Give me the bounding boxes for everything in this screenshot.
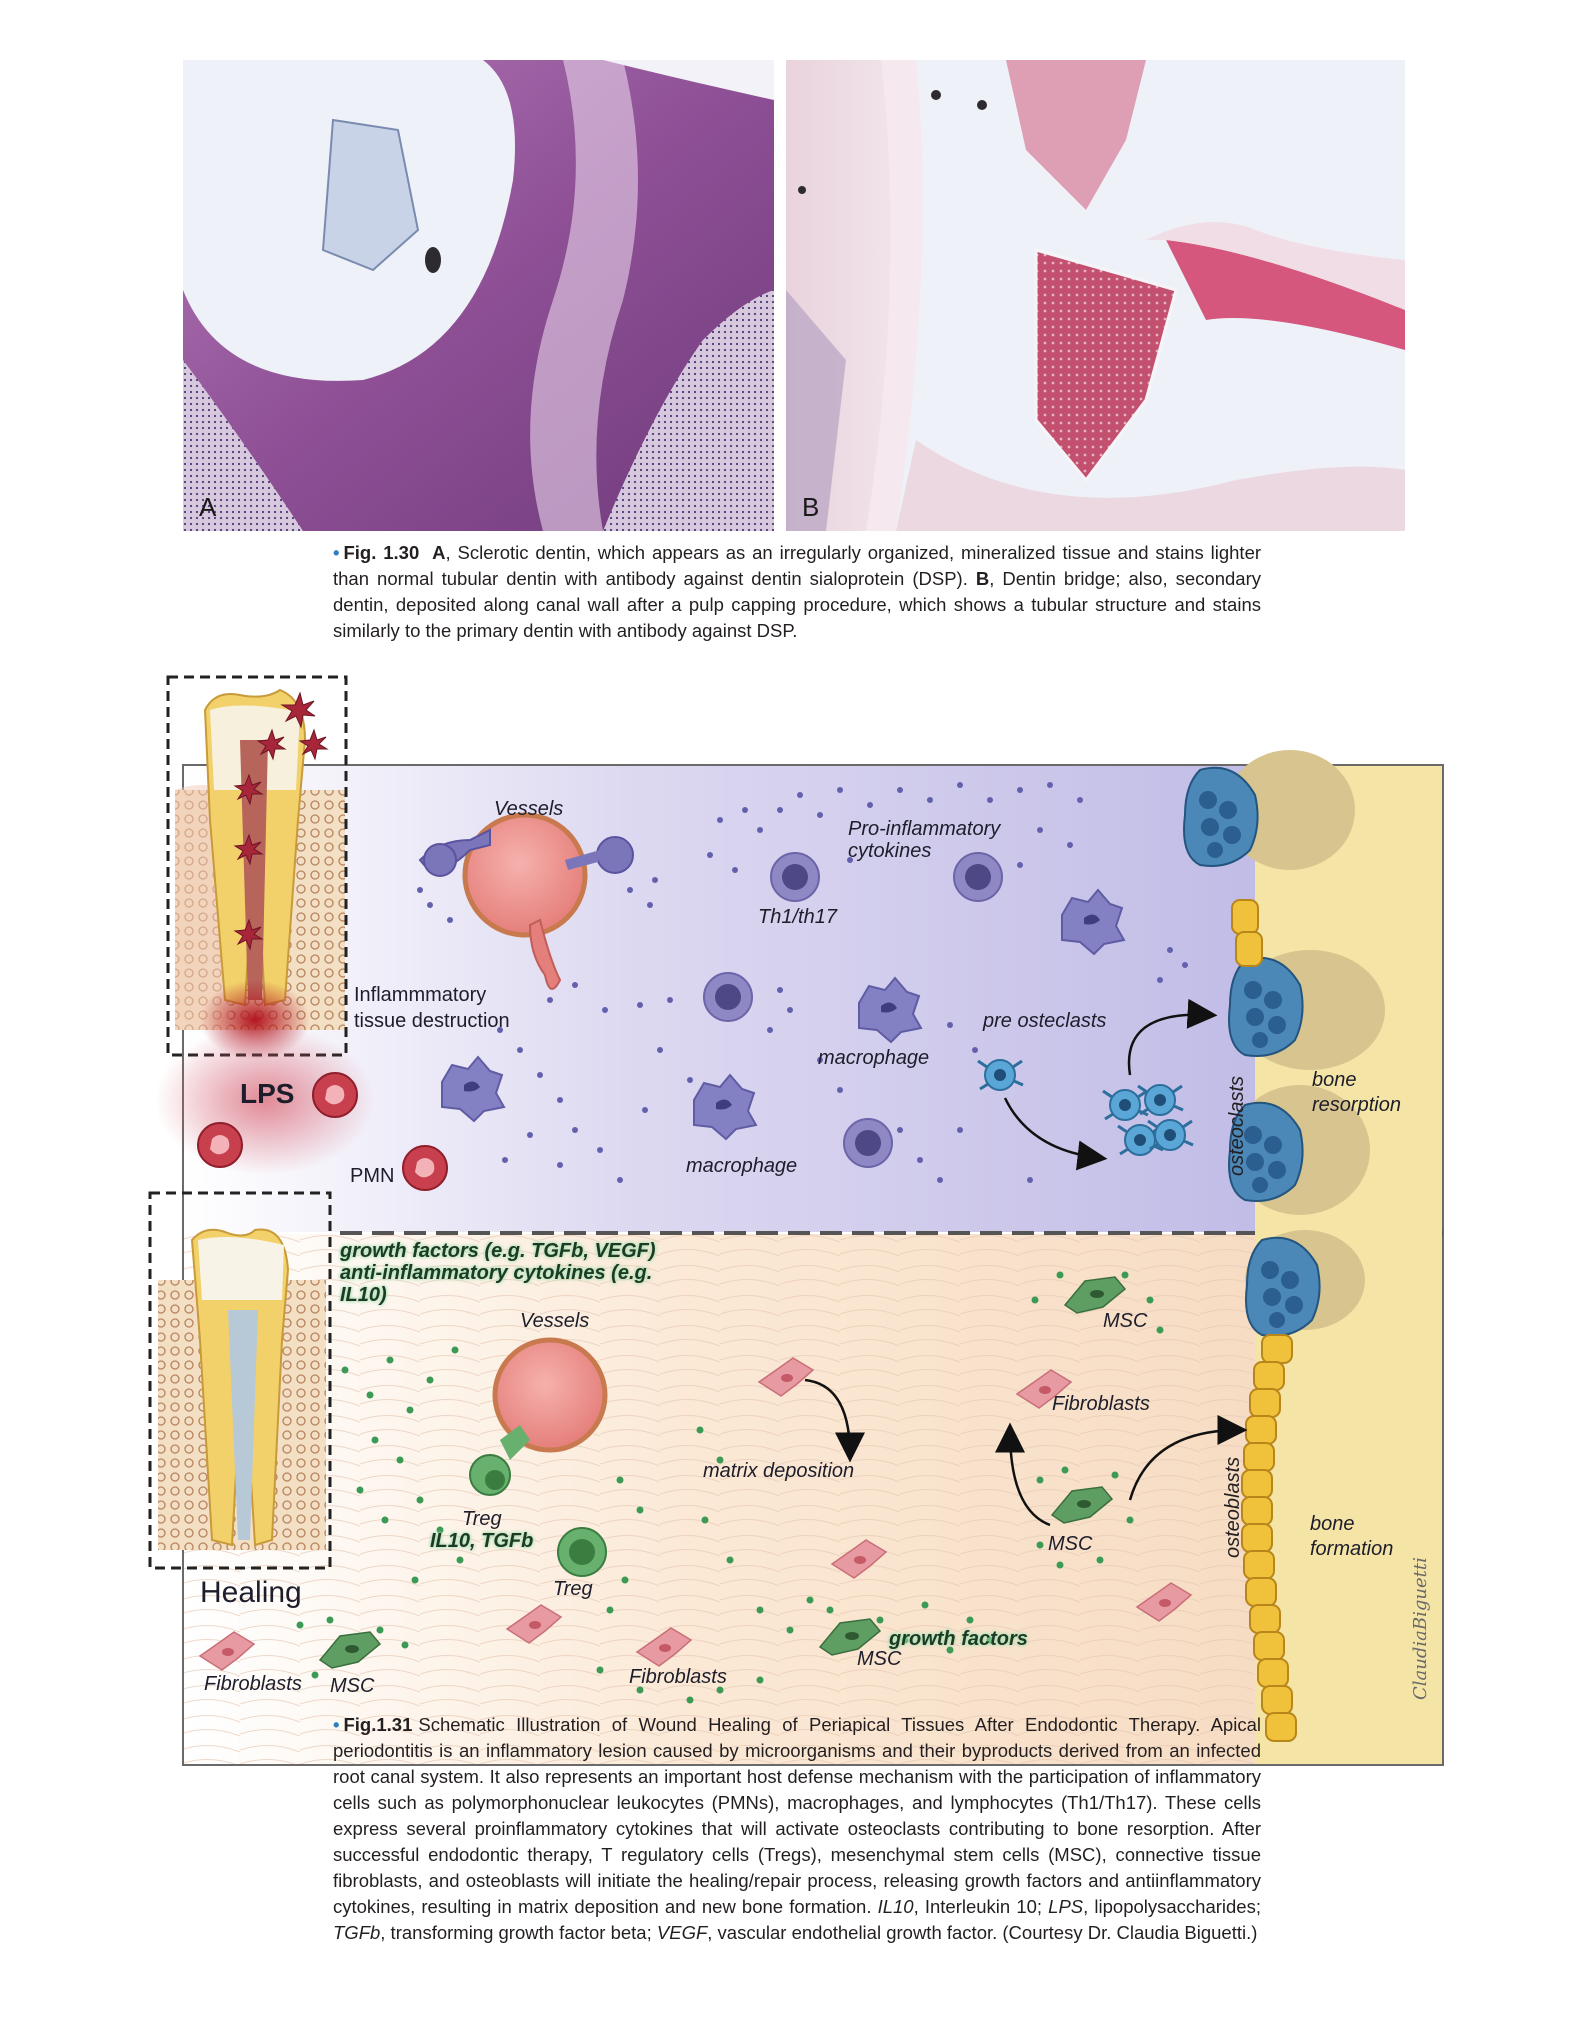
caption-body-2: , Interleukin 10; bbox=[913, 1896, 1049, 1917]
label-msc-left: MSC bbox=[330, 1675, 375, 1697]
label-osteoblasts: osteoblasts bbox=[1222, 1456, 1244, 1558]
pmn-cell bbox=[197, 1122, 243, 1168]
bone-lining-cells bbox=[1231, 899, 1263, 967]
micrograph-panel-b: B bbox=[786, 60, 1405, 531]
label-msc-top: MSC bbox=[1103, 1310, 1148, 1332]
caption-title: Schematic Illustration of Wound Healing … bbox=[418, 1714, 1201, 1735]
lymphocyte-cell bbox=[843, 1118, 893, 1168]
label-lps: LPS bbox=[240, 1078, 295, 1109]
collagen-fibers bbox=[184, 1234, 1442, 1764]
label-pro-inflammatory-cytokines: Pro-inflammatory cytokines bbox=[848, 818, 1001, 862]
sclerotic-dentin-image bbox=[183, 60, 774, 531]
figure-number: Fig. 1.30 bbox=[343, 542, 420, 563]
label-treg-1: Treg bbox=[462, 1508, 502, 1530]
artist-signature: ClaudiaBiguetti bbox=[1410, 1557, 1431, 1700]
label-bone-formation: bone formation bbox=[1310, 1513, 1394, 1560]
label-vessels-bottom: Vessels bbox=[520, 1310, 590, 1332]
label-inflammatory-tissue-destruction: Inflammmatory tissue destruction bbox=[354, 984, 510, 1032]
label-fibroblasts-mid: Fibroblasts bbox=[1052, 1393, 1150, 1415]
label-bone-resorption: bone resorption bbox=[1312, 1069, 1401, 1116]
vessel-top bbox=[418, 812, 634, 990]
pro-inflammatory-cytokine-dots bbox=[417, 782, 1188, 1183]
osteoblast-layer bbox=[1241, 1334, 1297, 1742]
healed-tooth-box bbox=[148, 1191, 332, 1570]
healed-tooth-illustration bbox=[158, 1228, 326, 1550]
growth-factor-dots bbox=[296, 1271, 1164, 1704]
arrow-to-osteoblasts bbox=[1128, 1415, 1248, 1501]
panel-a-label: A bbox=[199, 492, 217, 522]
caption-a-letter: A bbox=[432, 542, 446, 563]
label-healing: Healing bbox=[200, 1576, 302, 1609]
label-growth-factors-header: growth factors (e.g. TGFb, VEGF) anti-in… bbox=[340, 1240, 656, 1306]
panel-b-label: B bbox=[802, 492, 820, 522]
caption-body-1: Apical periodontitis is an inflammatory … bbox=[333, 1714, 1261, 1917]
label-macrophage-2: macrophage bbox=[686, 1155, 798, 1177]
label-msc-mid: MSC bbox=[1048, 1533, 1093, 1555]
label-th1-th17: Th1/th17 bbox=[758, 906, 837, 928]
osteoclast-cell bbox=[1245, 1236, 1321, 1337]
abbr-il10: IL10 bbox=[877, 1896, 914, 1917]
caption-a-text: , Sclerotic dentin, which appears as an … bbox=[333, 542, 1262, 589]
label-treg-2: Treg bbox=[553, 1578, 593, 1600]
caption-body-3: , lipopolysaccharides; bbox=[1083, 1896, 1261, 1917]
micrograph-panel-a: A bbox=[183, 60, 774, 531]
diagram-frame bbox=[182, 764, 1444, 1766]
label-pre-osteoclasts: pre osteclasts bbox=[983, 1010, 1107, 1032]
pmn-cell bbox=[312, 1072, 358, 1118]
lymphocyte-cell bbox=[703, 972, 753, 1022]
label-msc-bottom: MSC bbox=[857, 1648, 902, 1670]
pmn-cell bbox=[402, 1145, 448, 1191]
label-pmn: PMN bbox=[350, 1165, 395, 1187]
label-il10-tgfb: IL10, TGFb bbox=[430, 1530, 534, 1552]
inflamed-tooth-illustration bbox=[175, 688, 345, 1060]
label-vessels-top: Vessels bbox=[494, 798, 564, 820]
caption-body-5: , vascular endothelial growth factor. (C… bbox=[707, 1922, 1258, 1943]
arrow-to-osteoclast bbox=[1127, 998, 1218, 1076]
label-osteoclasts: osteoclasts bbox=[1226, 1075, 1248, 1176]
dentin-bridge-image bbox=[786, 60, 1405, 531]
vessel-bottom bbox=[469, 1337, 608, 1496]
label-growth-factors-bottom: growth factors bbox=[889, 1628, 1028, 1650]
caption-body-4: , transforming growth factor beta; bbox=[380, 1922, 657, 1943]
arrow-preosteoclast-fusion bbox=[1003, 1097, 1108, 1171]
osteoclast-cell bbox=[1183, 766, 1259, 867]
arrow-to-fibroblasts bbox=[995, 1422, 1051, 1527]
caption-b-text: , Dentin bridge; also, secondary dentin,… bbox=[333, 568, 1261, 641]
treg-cell bbox=[557, 1527, 607, 1577]
label-fibroblasts-bottom: Fibroblasts bbox=[629, 1666, 727, 1688]
label-fibroblasts-left: Fibroblasts bbox=[204, 1673, 302, 1695]
osteoclast-cell bbox=[1228, 956, 1304, 1057]
abbr-vegf: VEGF bbox=[656, 1922, 708, 1943]
lymphocyte-cell bbox=[770, 852, 820, 902]
label-macrophage-1: macrophage bbox=[818, 1047, 930, 1069]
label-matrix-deposition: matrix deposition bbox=[703, 1460, 855, 1482]
caption-b-letter: B bbox=[975, 568, 990, 589]
figure-number: Fig.1.31 bbox=[343, 1714, 413, 1735]
caption-bullet: • bbox=[333, 1714, 340, 1735]
caption-bullet: • bbox=[333, 542, 340, 563]
figure-1-30-caption: •Fig. 1.30 A, Sclerotic dentin, which ap… bbox=[333, 540, 1261, 644]
abbr-lps: LPS bbox=[1048, 1896, 1084, 1917]
resorption-lacuna bbox=[1225, 750, 1355, 870]
arrow-to-matrix-deposition bbox=[804, 1378, 865, 1463]
abbr-tgfb: TGFb bbox=[333, 1922, 381, 1943]
